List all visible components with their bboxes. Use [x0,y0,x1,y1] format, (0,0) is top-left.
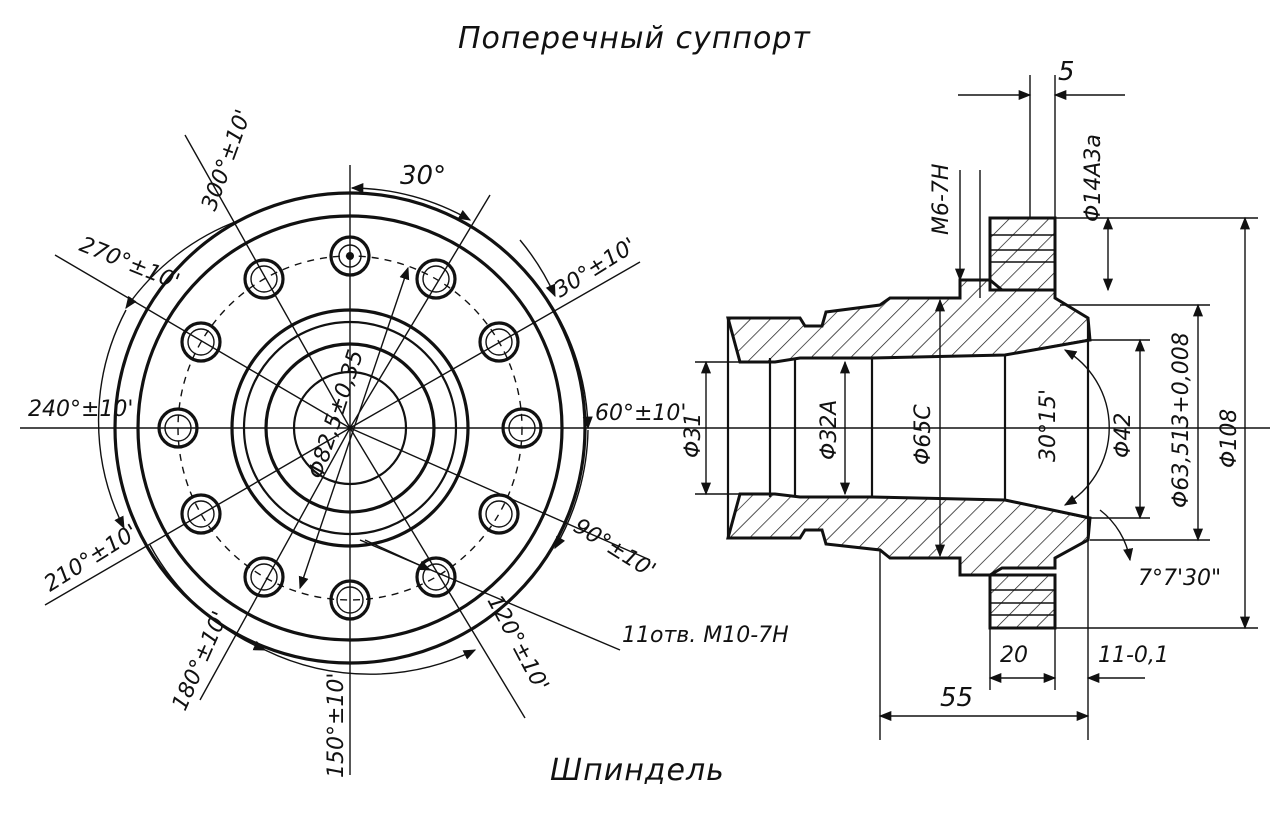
flange-bottom [988,573,1057,630]
label-60: 60°±10' [595,401,686,426]
label-dim55: 55 [940,683,973,713]
arc-210-180 [149,544,267,651]
bolt-circle-diameter-line [298,266,410,590]
bore-lines [726,318,1090,540]
flange-top [988,216,1057,292]
label-d108: Φ108 [1217,409,1242,468]
bolt-hole [478,321,520,363]
label-holes-note: 11отв. M10-7H [622,623,789,648]
section-view: Φ31 Φ32A Φ65C 30°15' Φ42 Φ63,513+0,008 Φ… [681,57,1270,740]
label-d65: Φ65C [911,404,936,465]
label-90: 90°±10' [569,514,660,584]
label-210: 210°±10' [40,520,143,597]
bolt-hole [243,258,285,300]
title-top: Поперечный суппорт [458,21,811,56]
label-240: 240°±10' [28,397,133,422]
label-150: 150°±10' [324,673,349,778]
label-d31: Φ31 [681,413,706,458]
bolt-hole [180,493,222,535]
section-bottom-half [726,492,1092,577]
label-dim20: 20 [1000,643,1028,668]
dimension-lines [695,75,1258,740]
front-view: 300°±10' 270°±10' 240°±10' 210°±10' 180°… [20,106,789,778]
title-bottom: Шпиндель [550,753,725,788]
label-dim5: 5 [1058,57,1075,87]
pitch-angle-arc [350,183,472,221]
bolt-hole [180,321,222,363]
radial-lines [44,134,651,719]
bolt-hole [415,258,457,300]
bolt-hole [243,556,285,598]
label-pitch-30: 30° [400,161,446,191]
arc-240 [97,309,127,530]
arc-30 [519,239,556,298]
bolt-hole [501,407,543,449]
label-d14: Φ14A3a [1081,134,1106,222]
label-angle7: 7°7'30" [1138,566,1221,591]
label-d63: Φ63,513+0,008 [1169,332,1194,508]
bolt-hole [415,556,457,598]
bolt-hole [157,407,199,449]
arc-300-270 [125,219,241,310]
bolt-holes [157,235,543,621]
arc-60 [547,299,593,430]
label-d32: Φ32A [817,400,842,460]
bolt-hole [478,493,520,535]
label-thread: M6-7H [929,164,954,235]
label-300: 300°±10' [197,106,257,214]
holes-leader [364,539,432,571]
arc-150 [264,649,477,675]
label-cone-angle: 30°15' [1036,389,1061,462]
flange-inner-circle [136,214,564,642]
label-30: 30°±10' [550,233,641,303]
label-dim11: 11-0,1 [1098,643,1169,668]
arc-90 [554,429,589,550]
thread-holes [990,234,1055,616]
label-d42: Φ42 [1111,413,1136,458]
